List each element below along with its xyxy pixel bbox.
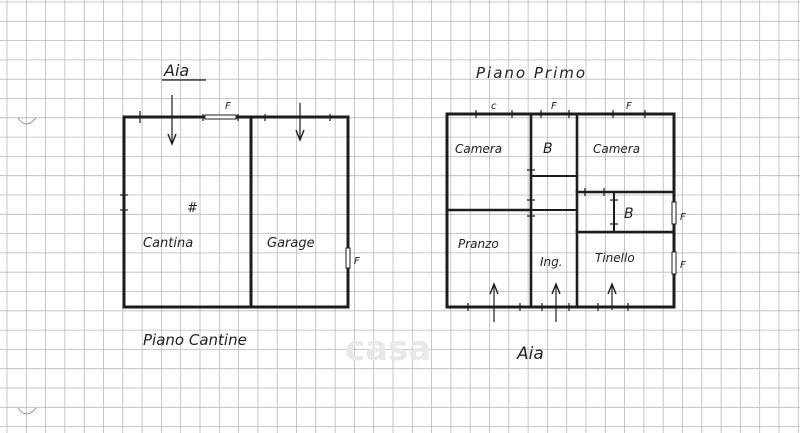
room-label-pranzo: Pranzo	[458, 237, 499, 251]
first-window-mark-1: c	[491, 101, 497, 112]
room-label-bagno-right: B	[624, 206, 634, 222]
ground-floor-title: Piano Cantine	[143, 331, 247, 349]
room-label-garage: Garage	[267, 236, 315, 251]
binder-holes	[17, 117, 37, 415]
ground-floor-plan	[120, 79, 351, 309]
first-window-mark-5: F	[680, 260, 686, 271]
first-floor-title: Piano Primo	[476, 64, 587, 82]
ground-window-mark-side: F	[354, 256, 360, 267]
ground-courtyard-label: Aia	[163, 61, 189, 80]
watermark: casa	[345, 329, 431, 369]
stair-mark: #	[187, 201, 198, 216]
room-label-ingresso: Ing.	[540, 255, 563, 269]
first-courtyard-label: Aia	[516, 344, 544, 364]
first-window-mark-4: F	[680, 212, 686, 223]
room-label-camera-right: Camera	[593, 142, 640, 156]
ground-window-mark-top: F	[225, 101, 231, 112]
room-label-tinello: Tinello	[595, 251, 635, 265]
room-label-camera-left: Camera	[455, 142, 502, 156]
room-label-bagno-top: B	[543, 141, 553, 157]
first-window-mark-2: F	[551, 101, 557, 112]
room-label-cantina: Cantina	[143, 236, 193, 251]
first-floor-plan	[445, 110, 677, 322]
first-window-mark-3: F	[626, 101, 632, 112]
